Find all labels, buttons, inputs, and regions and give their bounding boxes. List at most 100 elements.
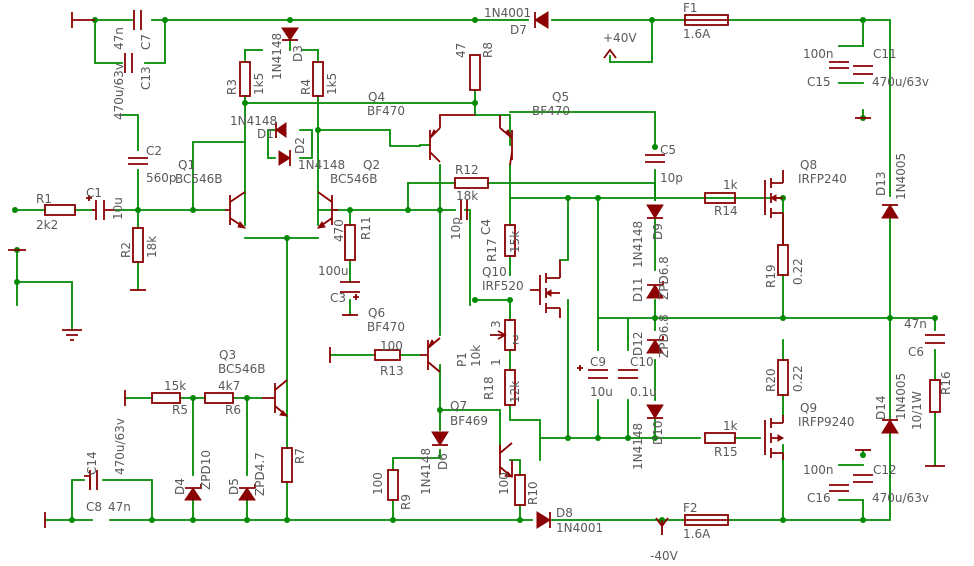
label-r9-ref: R9 bbox=[399, 494, 413, 510]
label-r19-value: 0.22 bbox=[791, 258, 805, 285]
label-r20-value: 0.22 bbox=[791, 365, 805, 392]
resistor-r10 bbox=[514, 474, 526, 506]
transistor-q3 bbox=[262, 379, 289, 417]
label-r16-ref: R16 bbox=[939, 371, 953, 395]
label-q5-value: BF470 bbox=[532, 104, 570, 118]
label-q9-ref: Q9 bbox=[800, 401, 817, 415]
label-c12-value: 470u/63v bbox=[872, 491, 929, 505]
transistor-q4 bbox=[429, 114, 475, 163]
capacitor-c7 bbox=[133, 10, 142, 30]
label-c5-value: 10p bbox=[660, 171, 683, 185]
capacitor-c6 bbox=[925, 334, 945, 344]
resistor-r20 bbox=[777, 359, 789, 396]
label-r20-ref: R20 bbox=[764, 368, 778, 392]
label-c2-value: 560p bbox=[146, 171, 177, 185]
label-d1-value: 1N4148 bbox=[230, 114, 277, 128]
capacitor-c14 bbox=[84, 472, 91, 490]
label-q8-ref: Q8 bbox=[800, 158, 817, 172]
diode-d13 bbox=[881, 204, 899, 219]
label-r5-ref: R5 bbox=[172, 403, 188, 417]
label-c1-value: 10u bbox=[111, 197, 125, 220]
label-r4-ref: R4 bbox=[299, 79, 313, 95]
label-d9-ref: D9 bbox=[651, 223, 665, 240]
transistor-q2 bbox=[316, 191, 338, 229]
label-d2-ref: D2 bbox=[293, 137, 307, 154]
label-d4-value: ZPD10 bbox=[199, 450, 213, 490]
label-d1-ref: D1 bbox=[257, 127, 274, 141]
label-f1-ref: F1 bbox=[683, 1, 698, 15]
label-c3-ref: C3 bbox=[330, 291, 346, 305]
capacitor-symbols bbox=[84, 10, 945, 492]
label-q4-value: BF470 bbox=[367, 104, 405, 118]
label-r10-ref: R10 bbox=[526, 481, 540, 505]
label-r15-ref: R15 bbox=[714, 445, 738, 459]
label-r3-value: 1k5 bbox=[252, 73, 266, 95]
label-negative-rail: -40V bbox=[650, 549, 679, 563]
label-c6-ref: C6 bbox=[908, 345, 924, 359]
label-d14-value: 1N4005 bbox=[894, 373, 908, 420]
transistor-q9 bbox=[764, 415, 784, 460]
label-r2-value: 18k bbox=[145, 236, 159, 258]
resistor-symbols bbox=[44, 54, 941, 506]
label-d7-ref: D7 bbox=[510, 23, 527, 37]
label-q10-ref: Q10 bbox=[482, 265, 507, 279]
transistor-q5 bbox=[499, 115, 513, 166]
diode-d4 bbox=[184, 487, 202, 501]
label-d11-ref: D11 bbox=[631, 277, 645, 302]
label-f2-value: 1.6A bbox=[683, 527, 711, 541]
capacitor-c16 bbox=[829, 484, 849, 492]
diode-d1 bbox=[275, 122, 287, 138]
label-r12-value: 18k bbox=[456, 189, 478, 203]
capacitor-c5 bbox=[645, 154, 665, 163]
transistor-q8 bbox=[764, 170, 784, 245]
label-c16-ref: C16 bbox=[807, 491, 831, 505]
label-r8-ref: R8 bbox=[481, 42, 495, 58]
diode-d3 bbox=[281, 27, 299, 41]
capacitor-c12 bbox=[853, 474, 873, 483]
label-c7-value: 47n bbox=[112, 27, 126, 50]
label-r14-value: 1k bbox=[723, 178, 738, 192]
diode-d8 bbox=[536, 511, 551, 529]
label-c4-ref: C4 bbox=[479, 219, 493, 235]
label-q9-value: IRFP9240 bbox=[798, 415, 855, 429]
label-d12-value: ZPD6.8 bbox=[657, 314, 671, 358]
diode-d10 bbox=[646, 404, 664, 419]
label-d10-ref: D10 bbox=[651, 420, 665, 445]
junctions bbox=[12, 17, 938, 523]
resistor-r13 bbox=[374, 349, 401, 361]
supply-markers bbox=[8, 12, 945, 535]
label-q1-ref: Q1 bbox=[178, 158, 195, 172]
resistor-r18 bbox=[504, 369, 516, 406]
diode-d7 bbox=[534, 11, 549, 29]
label-c6-value: 47n bbox=[904, 317, 927, 331]
label-q2-value: BC546B bbox=[330, 172, 378, 186]
label-d13-ref: D13 bbox=[874, 171, 888, 196]
capacitor-c3 bbox=[340, 281, 360, 293]
label-c12-ref: C12 bbox=[873, 463, 897, 477]
label-d3-ref: D3 bbox=[291, 45, 305, 62]
label-r2-ref: R2 bbox=[119, 242, 133, 258]
label-c14-ref: C14 bbox=[85, 451, 99, 475]
label-c7-ref: C7 bbox=[139, 34, 153, 50]
resistor-r11 bbox=[344, 224, 356, 261]
fuse-symbols bbox=[684, 14, 729, 526]
transistor-q6 bbox=[420, 337, 441, 373]
label-r4-value: 1k5 bbox=[325, 73, 339, 95]
label-p1-pin3: 3 bbox=[489, 320, 503, 328]
label-r12-ref: R12 bbox=[455, 163, 479, 177]
label-r18-ref: R18 bbox=[482, 376, 496, 400]
label-c2-ref: C2 bbox=[146, 144, 162, 158]
resistor-r15 bbox=[704, 432, 736, 444]
capacitor-c9 bbox=[588, 369, 608, 379]
capacitor-c13 bbox=[124, 53, 133, 73]
label-c13-ref: C13 bbox=[139, 66, 153, 90]
negative-rail-arrow bbox=[655, 517, 669, 535]
ground-symbol bbox=[62, 329, 82, 341]
diode-d14 bbox=[881, 419, 899, 434]
label-c13-value: 470u/63v bbox=[112, 63, 126, 120]
resistor-r19 bbox=[777, 244, 789, 276]
capacitor-c10 bbox=[618, 369, 638, 379]
label-d6-value: 1N4148 bbox=[419, 448, 433, 495]
label-q4-ref: Q4 bbox=[368, 90, 385, 104]
diode-d6 bbox=[431, 431, 449, 446]
